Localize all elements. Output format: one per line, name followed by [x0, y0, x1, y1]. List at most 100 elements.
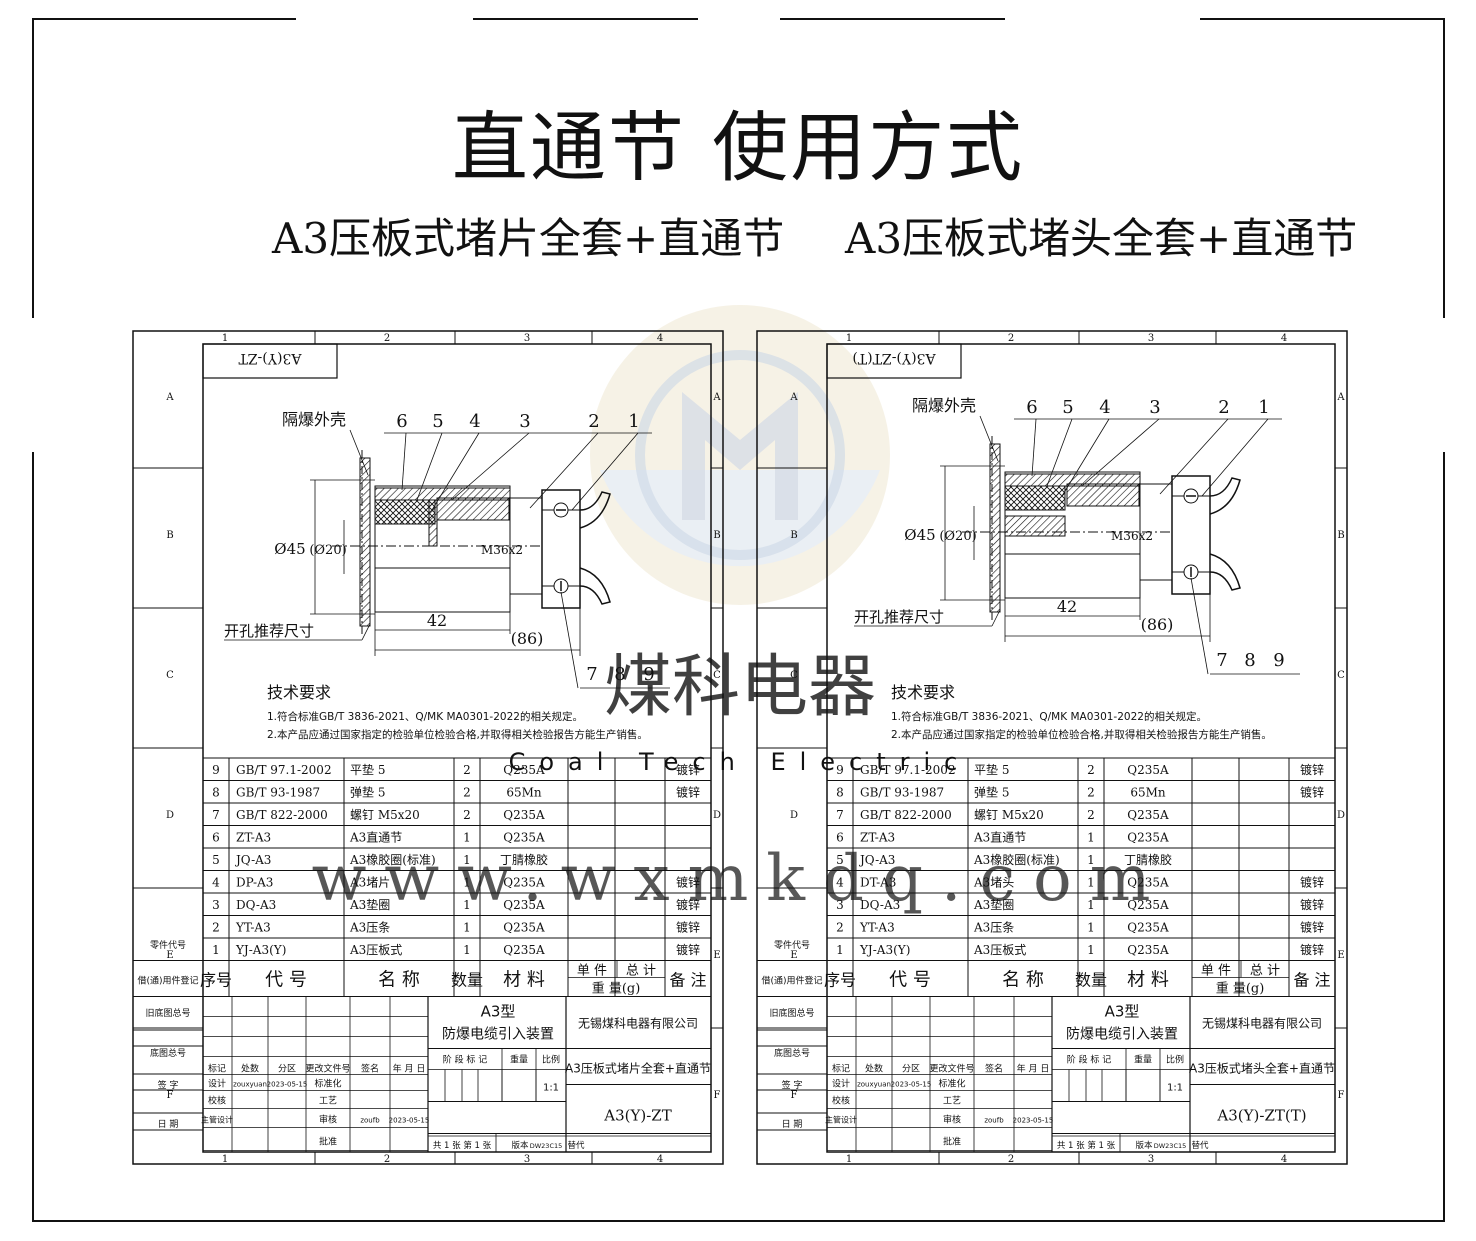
frame-top-left-v [32, 18, 34, 318]
zone-col-bottom: 1 [222, 1154, 228, 1165]
bom-header-remark: 备 注 [1293, 971, 1330, 990]
tb-ratio: 比例 [1166, 1054, 1184, 1066]
zone-row-left: E [166, 950, 173, 961]
zone-row-right: C [713, 670, 721, 681]
tb-h-doc: 更改文件号 [929, 1063, 974, 1075]
bom-remark: 镀锌 [676, 876, 700, 890]
thread-label: M36x2 [1111, 529, 1153, 543]
bom-seq: 2 [836, 921, 844, 935]
leader-3 [451, 432, 530, 501]
bom-qty: 2 [1087, 808, 1095, 822]
bom-code: JQ-A3 [234, 853, 271, 867]
label-hole-size: 开孔推荐尺寸 [224, 622, 314, 640]
subtitle-right: A3压板式堵头全套+直通节 [845, 214, 1358, 263]
dim-45-label: Ø45 [904, 526, 935, 544]
frame-bottom-h [32, 1220, 1445, 1222]
label-base-drawing: 底图总号 [150, 1047, 186, 1059]
zone-row-right: F [1338, 1090, 1345, 1101]
part-number-5: 5 [432, 411, 443, 432]
bom-header-total: 总 计 [626, 964, 656, 979]
bom-material: 丁腈橡胶 [1124, 852, 1172, 867]
tb-product: 防爆电缆引入装置 [1066, 1027, 1178, 1043]
label-old-drawing: 旧底图总号 [769, 1007, 814, 1019]
leader-1 [1201, 418, 1269, 497]
leader-6 [1031, 418, 1037, 477]
bom-header-code: 代 号 [889, 970, 931, 991]
leader-2 [529, 432, 599, 509]
tb-drawing-no: A3(Y)-ZT [603, 1107, 671, 1125]
zone-col-bottom: 1 [846, 1154, 852, 1165]
bom-header-unit: 单 件 [1201, 964, 1231, 979]
zone-col-top: 1 [846, 333, 852, 344]
bom-material: Q235A [1127, 831, 1169, 845]
zone-col-top: 2 [384, 333, 390, 344]
tb-h-date: 年 月 日 [1017, 1063, 1050, 1075]
bom-remark: 镀锌 [1300, 763, 1324, 777]
part-number-9: 9 [1273, 650, 1284, 671]
bom-code: ZT-A3 [236, 831, 271, 845]
part-number-7: 7 [586, 664, 597, 685]
leader-5 [1046, 418, 1073, 487]
leader-shell [979, 415, 999, 462]
frame-top-right-h [1200, 18, 1445, 20]
frame-left-v [32, 452, 34, 1222]
label-base-drawing: 底图总号 [774, 1047, 810, 1059]
bom-code: ZT-A3 [860, 831, 895, 845]
bom-name: 弹垫 5 [974, 785, 1009, 800]
part-number-5: 5 [1062, 397, 1073, 418]
bom-remark: 镀锌 [676, 943, 700, 957]
tb-chief: 主管设计 [825, 1115, 857, 1125]
zone-row-right: A [712, 392, 721, 403]
tb-std: 标准化 [314, 1078, 341, 1090]
zone-row-right: E [1337, 950, 1344, 961]
tb-approve: 批准 [943, 1136, 961, 1148]
tb-drawing-name: A3压板式堵头全套+直通节 [1189, 1061, 1335, 1076]
zone-col-top: 4 [1281, 333, 1287, 344]
frame-top-mid-h [473, 18, 698, 20]
leader-shell [349, 429, 369, 476]
zone-row-right: B [713, 530, 720, 541]
zone-col-bottom: 3 [524, 1154, 530, 1165]
bom-seq: 1 [836, 943, 844, 957]
subtitle-left: A3压板式堵片全套+直通节 [272, 214, 785, 263]
tb-design: 设计 [208, 1078, 226, 1090]
tech-req-heading: 技术要求 [267, 683, 331, 702]
frame-top-mid2-h [780, 18, 1005, 20]
bom-remark: 镀锌 [1300, 876, 1324, 890]
dim-86-label: (86) [1141, 615, 1174, 634]
zone-col-top: 3 [524, 333, 530, 344]
bom-material: Q235A [503, 898, 545, 912]
bom-header-seq: 序号 [824, 971, 856, 990]
tech-req-line-1: 1.符合标准GB/T 3836-2021、Q/MK MA0301-2022的相关… [891, 710, 1207, 723]
cable-bottom [579, 567, 611, 605]
bom-name: A3橡胶圈(标准) [973, 852, 1060, 867]
bom-seq: 4 [836, 876, 844, 890]
tb-review: 审核 [319, 1114, 337, 1126]
bom-seq: 8 [836, 786, 844, 800]
tb-check: 校核 [208, 1095, 226, 1107]
label-part-code: 零件代号 [774, 939, 810, 951]
tb-drawing-no: A3(Y)-ZT(T) [1216, 1107, 1306, 1125]
part-number-2: 2 [1218, 397, 1229, 418]
tb-craft: 工艺 [943, 1096, 961, 1107]
bom-seq: 5 [212, 853, 220, 867]
cable-top [579, 491, 611, 529]
zone-row-left: A [789, 392, 798, 403]
bom-material: Q235A [1127, 943, 1169, 957]
bom-remark: 镀锌 [1300, 786, 1324, 800]
tb-approve: 批准 [319, 1136, 337, 1148]
tb-sheets: 共 1 张 第 1 张 [433, 1140, 492, 1151]
straight-section [1066, 483, 1140, 507]
bom-material: Q235A [1127, 921, 1169, 935]
zone-row-left: D [166, 810, 174, 821]
dim-42-label: 42 [1057, 597, 1077, 616]
bom-seq: 9 [212, 763, 220, 777]
bom-name: A3垫圈 [349, 897, 390, 912]
tb-ratio: 比例 [542, 1054, 560, 1066]
leader-1 [571, 432, 639, 511]
bom-seq: 4 [212, 876, 220, 890]
part-number-1: 1 [1258, 397, 1269, 418]
